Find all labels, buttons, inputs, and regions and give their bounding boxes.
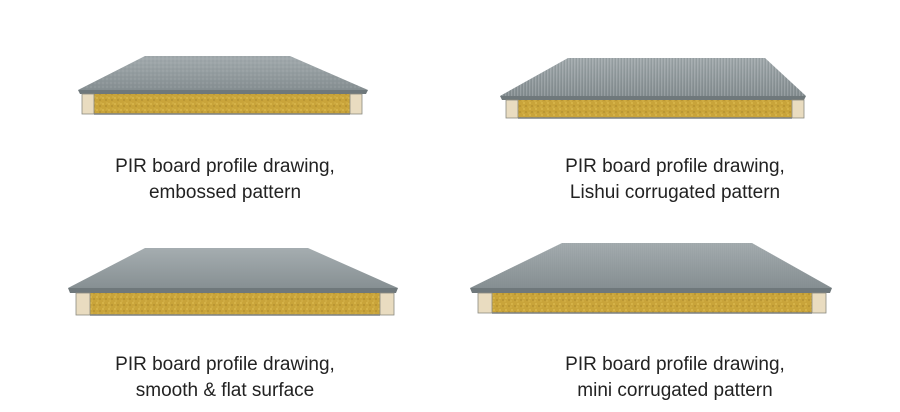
panel-joint-left: [75, 292, 91, 316]
caption-line2: mini corrugated pattern: [577, 380, 773, 401]
panel-lishui-corrugated-caption: PIR board profile drawing, Lishui corrug…: [450, 154, 900, 206]
panel-smooth-flat-drawing: [68, 248, 398, 316]
caption-line1: PIR board profile drawing,: [115, 354, 335, 375]
panel-edge-steel: [470, 288, 832, 293]
caption-line1: PIR board profile drawing,: [115, 156, 335, 177]
panel-edge-steel: [78, 90, 368, 94]
panel-mini-corrugated-caption: PIR board profile drawing, mini corrugat…: [450, 352, 900, 404]
panel-core: [90, 293, 380, 315]
caption-line2: embossed pattern: [148, 182, 302, 203]
panel-core: [94, 94, 350, 114]
caption-line2: smooth & flat surface: [135, 380, 315, 401]
panel-top-steel: [68, 248, 398, 288]
panel-mini-corrugated: PIR board profile drawing, mini corrugat…: [450, 206, 900, 412]
panel-core: [492, 293, 812, 313]
panel-embossed-drawing: [78, 56, 368, 115]
panel-lishui-corrugated: PIR board profile drawing, Lishui corrug…: [450, 0, 900, 206]
panel-smooth-flat-caption: PIR board profile drawing, smooth & flat…: [0, 352, 450, 404]
panel-lishui-corrugated-drawing: [500, 58, 806, 119]
panel-edge-steel: [68, 288, 398, 293]
panel-joint-right: [811, 292, 827, 314]
caption-line2: Lishui corrugated pattern: [569, 182, 781, 203]
panel-joint-right: [791, 99, 805, 119]
panel-joint-left: [477, 292, 493, 314]
caption-line1: PIR board profile drawing,: [565, 354, 785, 375]
panel-mini-corrugated-drawing: [470, 243, 832, 314]
panel-smooth-flat: PIR board profile drawing, smooth & flat…: [0, 206, 450, 412]
panel-core: [518, 100, 792, 118]
panel-edge-steel: [500, 96, 806, 100]
panel-joint-left: [81, 93, 95, 115]
panel-joint-right: [379, 292, 395, 316]
panel-joint-right: [349, 93, 363, 115]
panel-embossed: PIR board profile drawing, embossed patt…: [0, 0, 450, 206]
panel-joint-left: [505, 99, 519, 119]
caption-line1: PIR board profile drawing,: [565, 156, 785, 177]
panel-embossed-caption: PIR board profile drawing, embossed patt…: [0, 154, 450, 206]
